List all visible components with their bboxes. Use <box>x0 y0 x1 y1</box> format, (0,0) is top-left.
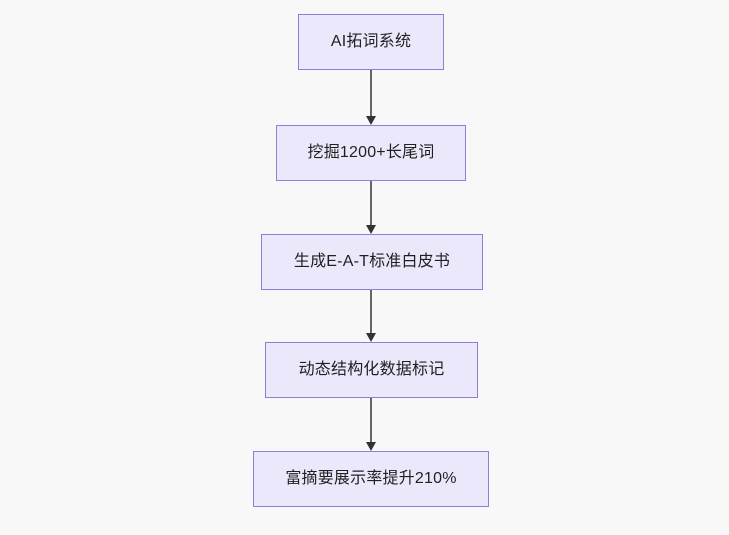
flow-node-5[interactable]: 富摘要展示率提升210% <box>253 451 489 507</box>
flow-node-3-label: 生成E-A-T标准白皮书 <box>293 253 451 271</box>
flow-node-4[interactable]: 动态结构化数据标记 <box>265 342 478 398</box>
flow-node-3[interactable]: 生成E-A-T标准白皮书 <box>261 234 483 290</box>
flow-edge-arrowhead-icon <box>366 333 376 342</box>
flow-edge-arrowhead-icon <box>366 225 376 234</box>
flow-node-2[interactable]: 挖掘1200+长尾词 <box>276 125 466 181</box>
flow-node-5-label: 富摘要展示率提升210% <box>285 470 457 488</box>
flow-node-4-label: 动态结构化数据标记 <box>298 361 445 379</box>
flow-node-2-label: 挖掘1200+长尾词 <box>307 144 435 162</box>
flow-node-1[interactable]: AI拓词系统 <box>298 14 444 70</box>
flow-node-1-label: AI拓词系统 <box>330 33 412 51</box>
flow-edge-arrowhead-icon <box>366 442 376 451</box>
flow-edge-arrowhead-icon <box>366 116 376 125</box>
